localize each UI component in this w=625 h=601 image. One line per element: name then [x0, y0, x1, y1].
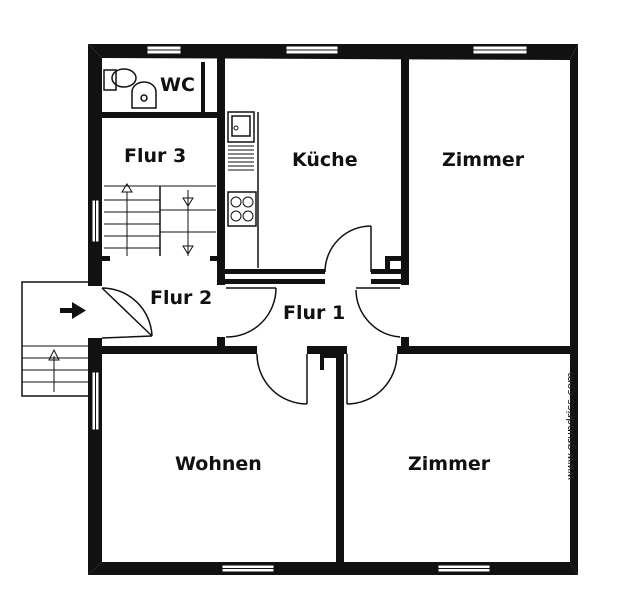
- room-label-flur2: Flur 2: [150, 287, 212, 309]
- stove-icon: [227, 191, 257, 227]
- room-label-flur3: Flur 3: [124, 145, 186, 167]
- windows: [91, 45, 528, 573]
- entrance-arrow-icon: [60, 302, 86, 319]
- entrance-stairs-icon: [21, 281, 88, 397]
- sink-icon: [227, 111, 255, 171]
- interior-walls: [102, 58, 570, 562]
- doors: [87, 225, 410, 405]
- stairs-icon: [104, 183, 216, 256]
- room-label-wc: WC: [160, 74, 195, 96]
- room-label-wohnen: Wohnen: [175, 453, 262, 475]
- room-label-kueche: Küche: [292, 149, 358, 171]
- room-label-zimmer-bottom: Zimmer: [408, 453, 491, 475]
- room-label-zimmer-top: Zimmer: [442, 149, 525, 171]
- wc-sink-icon: [131, 81, 157, 109]
- toilet-icon: [103, 68, 137, 91]
- room-label-flur1: Flur 1: [283, 302, 345, 324]
- watermark: www.grundriss.com: [564, 372, 577, 480]
